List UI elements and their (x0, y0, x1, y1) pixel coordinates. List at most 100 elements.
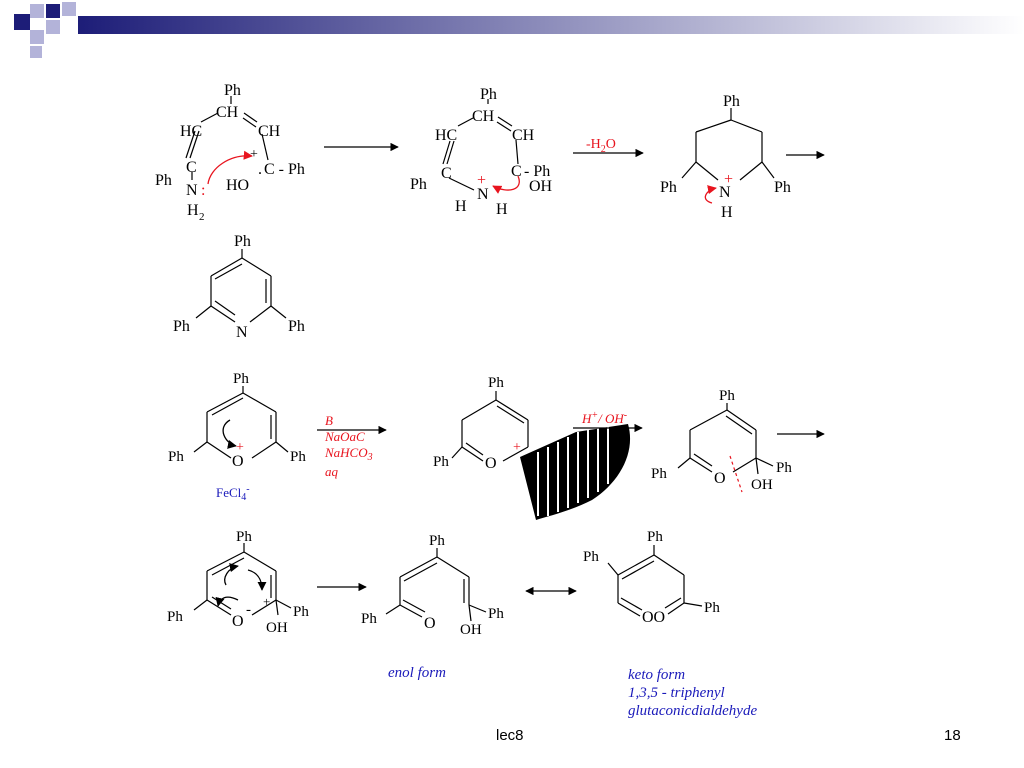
structure-pyran-cation (451, 391, 529, 462)
svg-text:HC: HC (180, 123, 202, 140)
structure-pyrylium-labels: Ph Ph Ph O + (168, 371, 306, 470)
keto-caption: keto form (628, 667, 685, 683)
counterion-label: FeCl4- (216, 484, 250, 503)
captions: enol form keto form 1,3,5 - triphenyl gl… (388, 665, 757, 719)
svg-text:C: C (441, 165, 452, 182)
svg-text:HO: HO (226, 177, 249, 194)
svg-text:Ph: Ph (233, 371, 249, 387)
svg-text:+: + (236, 440, 244, 455)
structure-piperidinium (681, 108, 775, 181)
structure-open-chain-amine (185, 96, 269, 180)
svg-text:Ph: Ph (168, 449, 184, 465)
svg-text:H: H (721, 204, 733, 221)
svg-text:Ph: Ph (224, 82, 241, 99)
svg-text:Ph: Ph (723, 93, 740, 110)
structure-pyranol-labels: Ph Ph Ph O OH (651, 388, 792, 493)
footer-lecture-label: lec8 (496, 727, 524, 744)
svg-text:NaOaC: NaOaC (324, 429, 365, 444)
svg-text:H: H (187, 202, 199, 219)
structure-keto-form-labels: Ph Ph OO Ph (583, 529, 720, 626)
svg-text:N: N (477, 186, 489, 203)
svg-text:Ph: Ph (583, 549, 599, 565)
structure-triphenylpyridine (195, 249, 287, 323)
svg-text:Ph: Ph (236, 529, 252, 545)
svg-text:O: O (714, 470, 726, 487)
svg-text:Ph: Ph (167, 609, 183, 625)
svg-text:O: O (232, 613, 244, 630)
structure-pyranol (677, 403, 774, 493)
structure-ring-opening-labels: Ph Ph Ph O - + OH (167, 529, 309, 636)
svg-text:+: + (513, 440, 521, 455)
structure-piperidinium-labels: Ph Ph Ph N + H (660, 93, 791, 221)
svg-text:+: + (263, 594, 270, 609)
svg-text:OH: OH (751, 477, 773, 493)
svg-text:O: O (232, 453, 244, 470)
structure-enol-form-labels: Ph Ph O Ph OH (361, 533, 504, 638)
svg-text:N: N (719, 184, 731, 201)
electron-push-arrow (222, 419, 237, 449)
svg-text:Ph: Ph (234, 233, 251, 250)
keto-caption-line3: glutaconicdialdehyde (628, 703, 757, 719)
svg-text:Ph: Ph (480, 86, 497, 103)
svg-text:Ph: Ph (288, 318, 305, 335)
svg-text:Ph: Ph (647, 529, 663, 545)
svg-text:+: + (477, 172, 486, 189)
svg-text:B: B (325, 413, 333, 428)
svg-text:HC: HC (435, 127, 457, 144)
svg-text:OH: OH (460, 622, 482, 638)
slide-number: 18 (944, 727, 961, 744)
reaction-arrow-base: B NaOaC NaHCO3 aq (317, 413, 387, 479)
svg-text:Ph: Ph (433, 454, 449, 470)
keto-caption-line2: 1,3,5 - triphenyl (628, 685, 725, 701)
electron-push-arrow (492, 175, 520, 194)
electron-push-arrow (207, 150, 253, 185)
svg-text:C: C (186, 159, 197, 176)
svg-text:Ph: Ph (774, 179, 791, 196)
svg-text:Ph: Ph (361, 611, 377, 627)
svg-text:H+/ OH-: H+/ OH- (581, 410, 627, 426)
shaded-region (520, 424, 631, 520)
structure-open-chain-labels: Ph CH HC CH C Ph N : H 2 + . C - Ph HO (155, 82, 305, 223)
svg-text:+: + (250, 147, 258, 162)
svg-text:-H2O: -H2O (586, 137, 616, 155)
svg-text:H: H (496, 201, 508, 218)
reaction-arrow-dehydration: -H2O (573, 137, 644, 158)
svg-text:CH: CH (258, 123, 281, 140)
svg-text:CH: CH (216, 104, 239, 121)
svg-text:Ph: Ph (173, 318, 190, 335)
electron-push-arrow (704, 185, 717, 204)
svg-text:NaHCO3: NaHCO3 (324, 445, 373, 463)
structure-pyran-cation-labels: Ph Ph O + (433, 375, 521, 472)
svg-text:Ph: Ph (488, 606, 504, 622)
svg-text:2: 2 (199, 211, 205, 223)
svg-text:.: . (258, 161, 262, 178)
structure-enol-form (385, 548, 487, 622)
structure-cyclized-iminium (442, 99, 519, 191)
structure-pyrylium (193, 386, 289, 459)
svg-text:C: C (511, 163, 522, 180)
svg-text:OH: OH (529, 178, 553, 195)
svg-text:aq: aq (325, 464, 339, 479)
svg-text:CH: CH (472, 108, 495, 125)
svg-text:Ph: Ph (155, 172, 172, 189)
svg-text:C - Ph: C - Ph (264, 161, 305, 178)
svg-text:Ph: Ph (719, 388, 735, 404)
svg-text:CH: CH (512, 127, 535, 144)
svg-text:Ph: Ph (651, 466, 667, 482)
svg-text:OO: OO (642, 609, 665, 626)
svg-text:-: - (246, 602, 251, 618)
svg-text:N: N (186, 182, 198, 199)
svg-text:Ph: Ph (660, 179, 677, 196)
svg-text:O: O (424, 615, 436, 632)
svg-text:Ph: Ph (776, 460, 792, 476)
svg-text:- Ph: - Ph (524, 163, 550, 180)
svg-text:Ph: Ph (429, 533, 445, 549)
structure-cyclized-labels: Ph CH HC CH C Ph N + H H C - Ph OH (410, 86, 553, 218)
svg-text:Ph: Ph (290, 449, 306, 465)
structure-triphenylpyridine-labels: Ph Ph Ph N (173, 233, 305, 341)
svg-text:OH: OH (266, 620, 288, 636)
header-decoration (14, 2, 1024, 58)
svg-text:+: + (724, 171, 733, 188)
svg-text:H: H (455, 198, 467, 215)
